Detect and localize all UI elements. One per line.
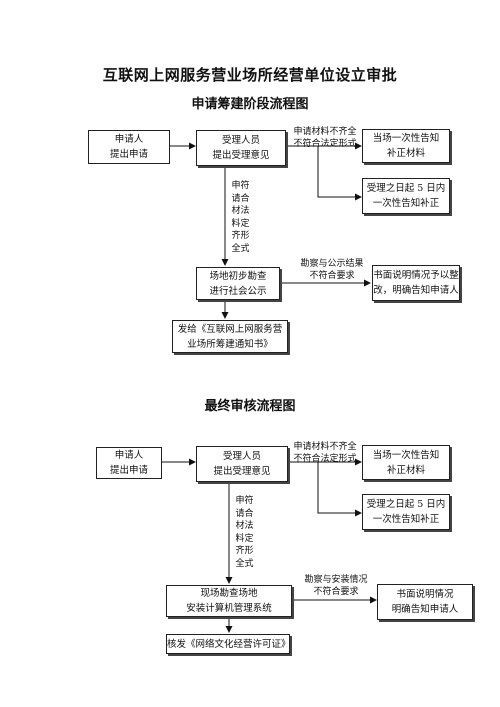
inspect-line2: 安装计算机管理系统 bbox=[186, 603, 272, 614]
reject-box-2: 书面说明情况 明确告知申请人 bbox=[377, 584, 473, 620]
condition-fail-line2: 不符合要求 bbox=[309, 271, 355, 281]
inspect-line1: 现场勘查场地 bbox=[200, 588, 258, 599]
notify-5days-line1: 受理之日起 5 日内 bbox=[366, 183, 446, 194]
inspect-line1: 场地初步勘查 bbox=[209, 270, 267, 282]
reject-line1: 书面说明情况 bbox=[396, 589, 454, 600]
notify-once-line2: 补正材料 bbox=[386, 148, 425, 159]
condition-incomplete-line1: 申请材料不齐全 bbox=[293, 442, 357, 452]
notify-5days-line2: 一次性告知补正 bbox=[372, 514, 440, 525]
arrow-branch-notify-5days-1 bbox=[317, 146, 362, 201]
accept-line1: 受理人员 bbox=[222, 451, 261, 462]
condition-fail-line1: 勘察与安装情况 bbox=[304, 575, 368, 585]
applicant-line1: 申请人 bbox=[114, 134, 144, 145]
issue-line1: 核发《网络文化经营许可证》 bbox=[167, 638, 291, 650]
accept-line1: 受理人员 bbox=[221, 135, 260, 146]
accept-box-1: 受理人员 提出受理意见 bbox=[196, 130, 286, 166]
condition-complete-label-1: 申符请合材法料定齐形全式 bbox=[231, 181, 250, 254]
applicant-box-2: 申请人 提出申请 bbox=[96, 447, 162, 479]
condition-fail-label-1: 勘察与公示结果 不符合要求 bbox=[296, 258, 368, 282]
reject-line2: 改，明确告知申请人 bbox=[373, 285, 459, 296]
inspect-box-2: 现场勘查场地 安装计算机管理系统 bbox=[166, 585, 292, 617]
notify-5days-box-1: 受理之日起 5 日内 一次性告知补正 bbox=[362, 178, 450, 214]
condition-incomplete-label-2: 申请材料不齐全 不符合法定形式 bbox=[290, 441, 360, 465]
condition-incomplete-line2: 不符合法定形式 bbox=[293, 454, 357, 464]
inspect-line2: 进行社会公示 bbox=[209, 285, 267, 297]
reject-box-1: 书面说明情况予以整 改，明确告知申请人 bbox=[372, 265, 460, 301]
applicant-box-1: 申请人 提出申请 bbox=[88, 130, 170, 164]
notify-once-box-1: 当场一次性告知 补正材料 bbox=[362, 129, 450, 163]
issue-line2: 业场所筹建通知书》 bbox=[187, 338, 273, 350]
notify-once-box-2: 当场一次性告知 补正材料 bbox=[362, 445, 450, 480]
notify-5days-line1: 受理之日起 5 日内 bbox=[366, 499, 446, 510]
issue-license-box-2: 核发《网络文化经营许可证》 bbox=[166, 634, 291, 654]
inspect-box-1: 场地初步勘查 进行社会公示 bbox=[196, 267, 280, 300]
issue-line1: 发给《互联网上网服务营 bbox=[177, 323, 283, 335]
condition-fail-line1: 勘察与公示结果 bbox=[300, 259, 364, 269]
condition-incomplete-label-1: 申请材料不齐全 不符合法定形式 bbox=[290, 126, 360, 150]
reject-line1: 书面说明情况予以整 bbox=[373, 270, 459, 281]
condition-fail-line2: 不符合要求 bbox=[313, 587, 359, 597]
reject-line2: 明确告知申请人 bbox=[391, 604, 459, 615]
notify-once-line2: 补正材料 bbox=[386, 464, 425, 476]
applicant-line2: 提出申请 bbox=[109, 465, 148, 476]
accept-box-2: 受理人员 提出受理意见 bbox=[196, 446, 288, 482]
notify-once-line1: 当场一次性告知 bbox=[372, 133, 440, 144]
applicant-line2: 提出申请 bbox=[109, 149, 148, 160]
section2-heading: 最终审核流程图 bbox=[204, 399, 296, 414]
condition-complete-label-2: 申符请合材法料定齐形全式 bbox=[235, 496, 254, 569]
condition-fail-label-2: 勘察与安装情况 不符合要求 bbox=[298, 574, 374, 598]
main-title: 互联网上网服务营业场所经营单位设立审批 bbox=[102, 66, 398, 84]
condition-incomplete-line1: 申请材料不齐全 bbox=[293, 127, 357, 137]
accept-line2: 提出受理意见 bbox=[212, 150, 270, 161]
notify-5days-box-2: 受理之日起 5 日内 一次性告知补正 bbox=[362, 494, 450, 530]
condition-incomplete-line2: 不符合法定形式 bbox=[293, 139, 357, 149]
arrow-branch-notify-5days-2 bbox=[317, 462, 362, 517]
applicant-line1: 申请人 bbox=[114, 450, 144, 461]
accept-line2: 提出受理意见 bbox=[213, 466, 271, 477]
notify-once-line1: 当场一次性告知 bbox=[372, 449, 440, 461]
notify-5days-line2: 一次性告知补正 bbox=[372, 198, 440, 209]
issue-notice-box-1: 发给《互联网上网服务营 业场所筹建通知书》 bbox=[172, 320, 288, 353]
section1-heading: 申请筹建阶段流程图 bbox=[191, 97, 309, 112]
